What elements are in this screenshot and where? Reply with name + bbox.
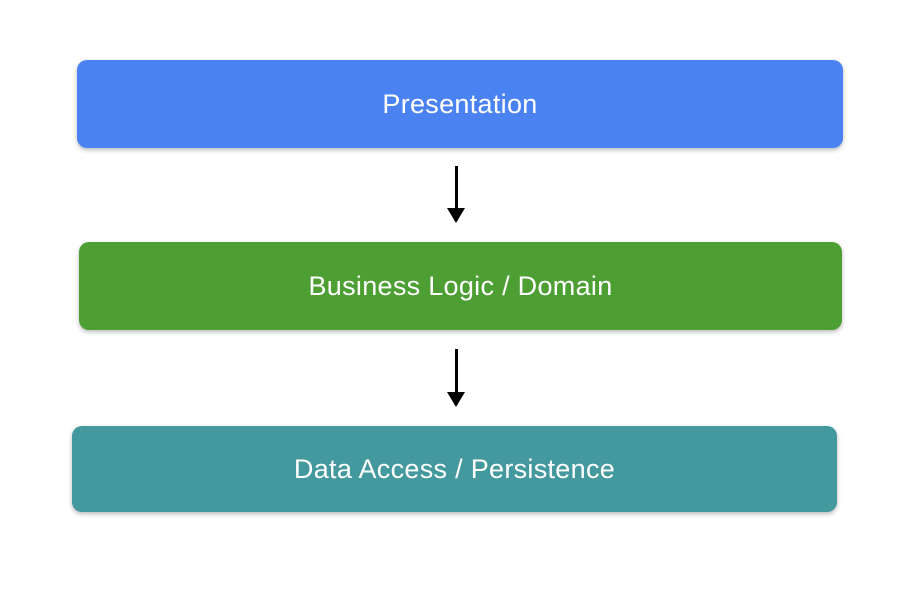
layer-label-business-logic: Business Logic / Domain bbox=[308, 270, 613, 301]
layer-box-business-logic: Business Logic / Domain bbox=[79, 242, 842, 330]
arrow-line bbox=[454, 349, 458, 392]
layer-label-data-access: Data Access / Persistence bbox=[293, 453, 616, 484]
arrow-head bbox=[447, 208, 465, 223]
layer-box-presentation: Presentation bbox=[77, 60, 843, 148]
down-arrow-icon bbox=[444, 166, 468, 223]
layer-box-data-access: Data Access / Persistence bbox=[72, 426, 837, 512]
arrow-head bbox=[447, 392, 465, 407]
layer-label-presentation: Presentation bbox=[382, 88, 538, 119]
down-arrow-icon bbox=[444, 349, 468, 407]
arrow-line bbox=[454, 166, 458, 208]
